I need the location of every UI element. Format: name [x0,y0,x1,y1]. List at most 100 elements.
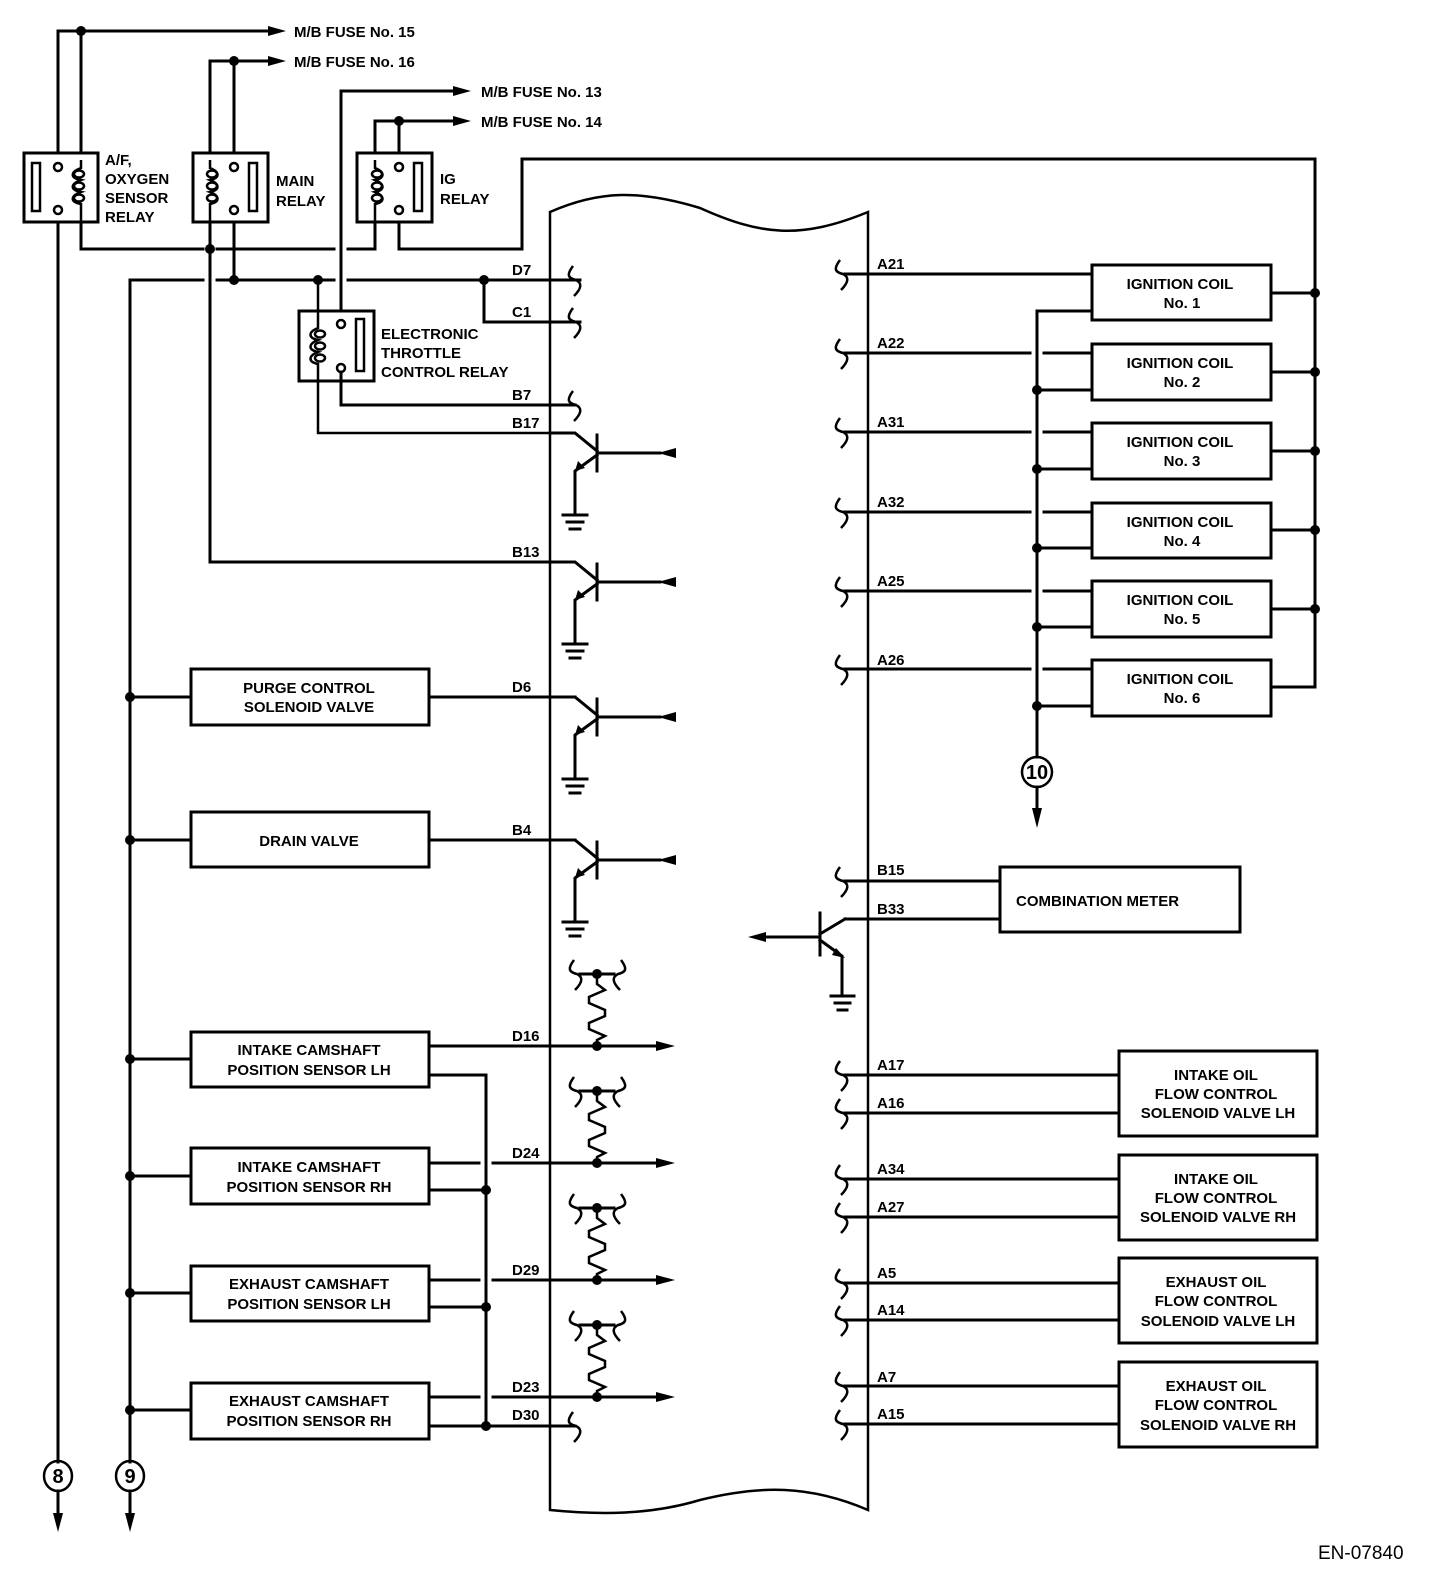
transistor-collector [548,560,600,583]
ig-relay-label-1: IG [440,171,456,188]
arrow-down-icon [125,1513,135,1532]
emitter-arrow-icon [575,725,585,735]
connector-break-icon [568,1193,583,1225]
pin-A21: A21 [877,256,905,273]
icps-lh-label-1: INTAKE CAMSHAFT [237,1042,380,1059]
purge-label-2: SOLENOID VALVE [244,699,374,716]
connector-9-label: 9 [124,1466,135,1488]
connector-break-icon [834,866,849,898]
connector-break-icon [612,1310,627,1342]
pin-A31: A31 [877,414,905,431]
connector-break-icon [834,1305,849,1337]
main-relay-label-2: RELAY [276,193,325,210]
pin-A17: A17 [877,1057,905,1074]
ignition-coil-1-label-2: No. 1 [1164,295,1201,312]
connector-10-label: 10 [1026,762,1048,784]
ig-relay [355,151,434,224]
eocv-rh-label-1: EXHAUST OIL [1166,1378,1267,1395]
left-drivers [548,431,676,938]
af-relay-label-3: SENSOR [105,190,169,207]
ignition-coil-5-label-1: IGNITION COIL [1127,592,1234,609]
connector-break-icon [834,417,849,449]
intake-oil-flow-control-solenoid-valve-lh: INTAKE OIL FLOW CONTROL SOLENOID VALVE L… [843,1049,1319,1138]
ignition-coil-3-label-1: IGNITION COIL [1127,434,1234,451]
af-relay-label-2: OXYGEN [105,171,169,188]
fuse-14-label: M/B FUSE No. 14 [481,114,603,131]
reference-code: EN-07840 [1318,1543,1404,1564]
connector-break-icon [834,654,849,686]
emitter-arrow-icon [575,590,585,600]
exhaust-camshaft-position-sensor-lh: EXHAUST CAMSHAFT POSITION SENSOR LH [125,1264,662,1323]
pin-A15: A15 [877,1406,905,1423]
arrow-icon [656,1275,675,1285]
arrow-icon [658,855,676,865]
arrow-icon [658,448,676,458]
ignition-coil-5-label-2: No. 5 [1164,611,1201,628]
eocv-rh-label-2: FLOW CONTROL [1155,1397,1277,1414]
af-oxygen-sensor-relay [22,151,100,224]
arrow-icon [453,116,471,126]
pin-A27: A27 [877,1199,905,1216]
fuse-feeds [56,26,471,322]
iocv-lh-label-1: INTAKE OIL [1174,1067,1258,1084]
ig-relay-label-2: RELAY [440,191,489,208]
electronic-throttle-control-relay [297,280,577,435]
main-relay [191,151,270,224]
junction-dot [1032,464,1042,474]
connector-break-icon [568,1076,583,1108]
connector-break-icon [568,1310,583,1342]
connector-break-icon [612,959,627,991]
eocv-lh-label-1: EXHAUST OIL [1166,1274,1267,1291]
ignition-coil-2-label-1: IGNITION COIL [1127,355,1234,372]
connector-break-icon [834,1060,849,1092]
pin-C1: C1 [512,304,531,321]
connector-break-icon [834,576,849,608]
transistor-collector [548,431,600,454]
pin-B17: B17 [512,415,540,432]
ignition-coil-6-label-2: No. 6 [1164,690,1201,707]
iocv-lh-label-2: FLOW CONTROL [1155,1086,1277,1103]
transistor-collector [548,695,600,718]
exhaust-camshaft-position-sensor-rh: EXHAUST CAMSHAFT POSITION SENSOR RH [125,1381,662,1441]
arrow-icon [658,577,676,587]
pin-D7: D7 [512,262,531,279]
emitter-arrow-icon [575,461,585,471]
resistor-icon [587,974,608,1046]
ignition-coil-1: IGNITION COIL No. 1 [1090,263,1273,322]
pin-A14: A14 [877,1302,905,1319]
ecps-rh-label-2: POSITION SENSOR RH [226,1413,391,1430]
intake-camshaft-position-sensor-lh: INTAKE CAMSHAFT POSITION SENSOR LH [125,1030,662,1428]
ignition-coil-4-label-1: IGNITION COIL [1127,514,1234,531]
arrow-icon [268,26,286,36]
exhaust-oil-flow-control-solenoid-valve-lh: EXHAUST OIL FLOW CONTROL SOLENOID VALVE … [843,1256,1319,1345]
arrow-down-icon [1032,808,1042,828]
junction-dot [1032,622,1042,632]
ignition-coil-6: IGNITION COIL No. 6 [1090,658,1273,718]
junction-dot [1032,701,1042,711]
connector-9: 9 [114,1459,146,1532]
drain-valve: DRAIN VALVE [125,810,577,869]
arrow-down-icon [53,1513,63,1532]
drain-label: DRAIN VALVE [259,833,358,850]
arrow-icon [268,56,286,66]
resistor-icon [587,1091,608,1163]
etc-relay-label-1: ELECTRONIC [381,326,479,343]
ignition-coil-2-label-2: No. 2 [1164,374,1201,391]
ecm-outline [548,193,870,1515]
connector-break-icon [834,1268,849,1300]
ignition-coil-3: IGNITION COIL No. 3 [1090,421,1273,481]
etc-relay-label-3: CONTROL RELAY [381,364,509,381]
connector-break-icon [567,390,582,422]
right-connector-marks [834,259,849,1441]
wire [1035,309,1094,759]
ignition-coil-4: IGNITION COIL No. 4 [1090,501,1273,560]
pin-A22: A22 [877,335,905,352]
iocv-lh-label-3: SOLENOID VALVE LH [1141,1105,1295,1122]
fuse-16-label: M/B FUSE No. 16 [294,54,415,71]
connector-break-icon [567,265,582,297]
pin-D16: D16 [512,1028,540,1045]
connector-break-icon [834,497,849,529]
pin-B4: B4 [512,822,532,839]
arrow-icon [656,1392,675,1402]
ignition-coil-5: IGNITION COIL No. 5 [1090,579,1273,639]
